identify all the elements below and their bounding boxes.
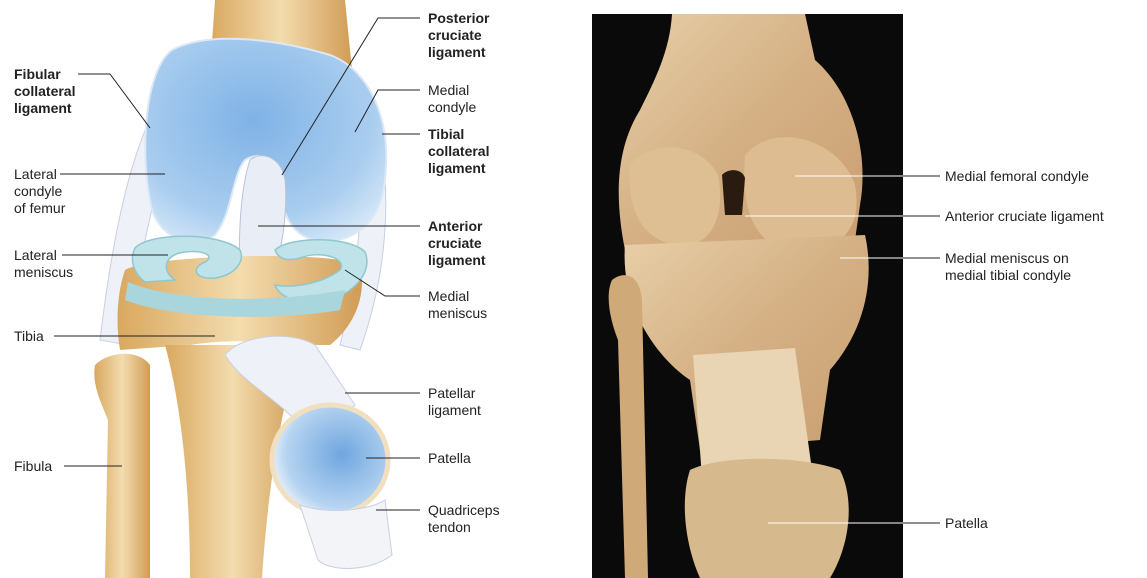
- label-patella-photo: Patella: [945, 515, 988, 532]
- leader-fibular-collateral: [78, 74, 150, 128]
- label-tibia: Tibia: [14, 328, 44, 345]
- label-fibular-collateral-ligament: Fibular collateral ligament: [14, 66, 75, 117]
- label-fibula: Fibula: [14, 458, 52, 475]
- patella-shape: [272, 405, 388, 515]
- knee-illustration: [94, 0, 392, 578]
- label-lateral-meniscus: Lateral meniscus: [14, 247, 73, 281]
- label-quadriceps-tendon: Quadriceps tendon: [428, 502, 500, 536]
- photo-patellar-tendon: [693, 348, 812, 478]
- label-medial-meniscus: Medial meniscus: [428, 288, 487, 322]
- label-patellar-ligament: Patellar ligament: [428, 385, 481, 419]
- label-anterior-cruciate-ligament-photo: Anterior cruciate ligament: [945, 208, 1104, 225]
- photo-notch: [722, 170, 745, 215]
- photo-patella: [685, 459, 849, 578]
- label-medial-condyle: Medial condyle: [428, 82, 476, 116]
- label-tibial-collateral-ligament: Tibial collateral ligament: [428, 126, 489, 177]
- label-medial-meniscus-on-medial-tibial-condyle: Medial meniscus on medial tibial condyle: [945, 250, 1071, 284]
- label-patella: Patella: [428, 450, 471, 467]
- label-anterior-cruciate-ligament: Anterior cruciate ligament: [428, 218, 486, 269]
- knee-photo: [592, 14, 903, 578]
- label-lateral-condyle-of-femur: Lateral condyle of femur: [14, 166, 65, 217]
- label-posterior-cruciate-ligament: Posterior cruciate ligament: [428, 10, 489, 61]
- label-medial-femoral-condyle: Medial femoral condyle: [945, 168, 1089, 185]
